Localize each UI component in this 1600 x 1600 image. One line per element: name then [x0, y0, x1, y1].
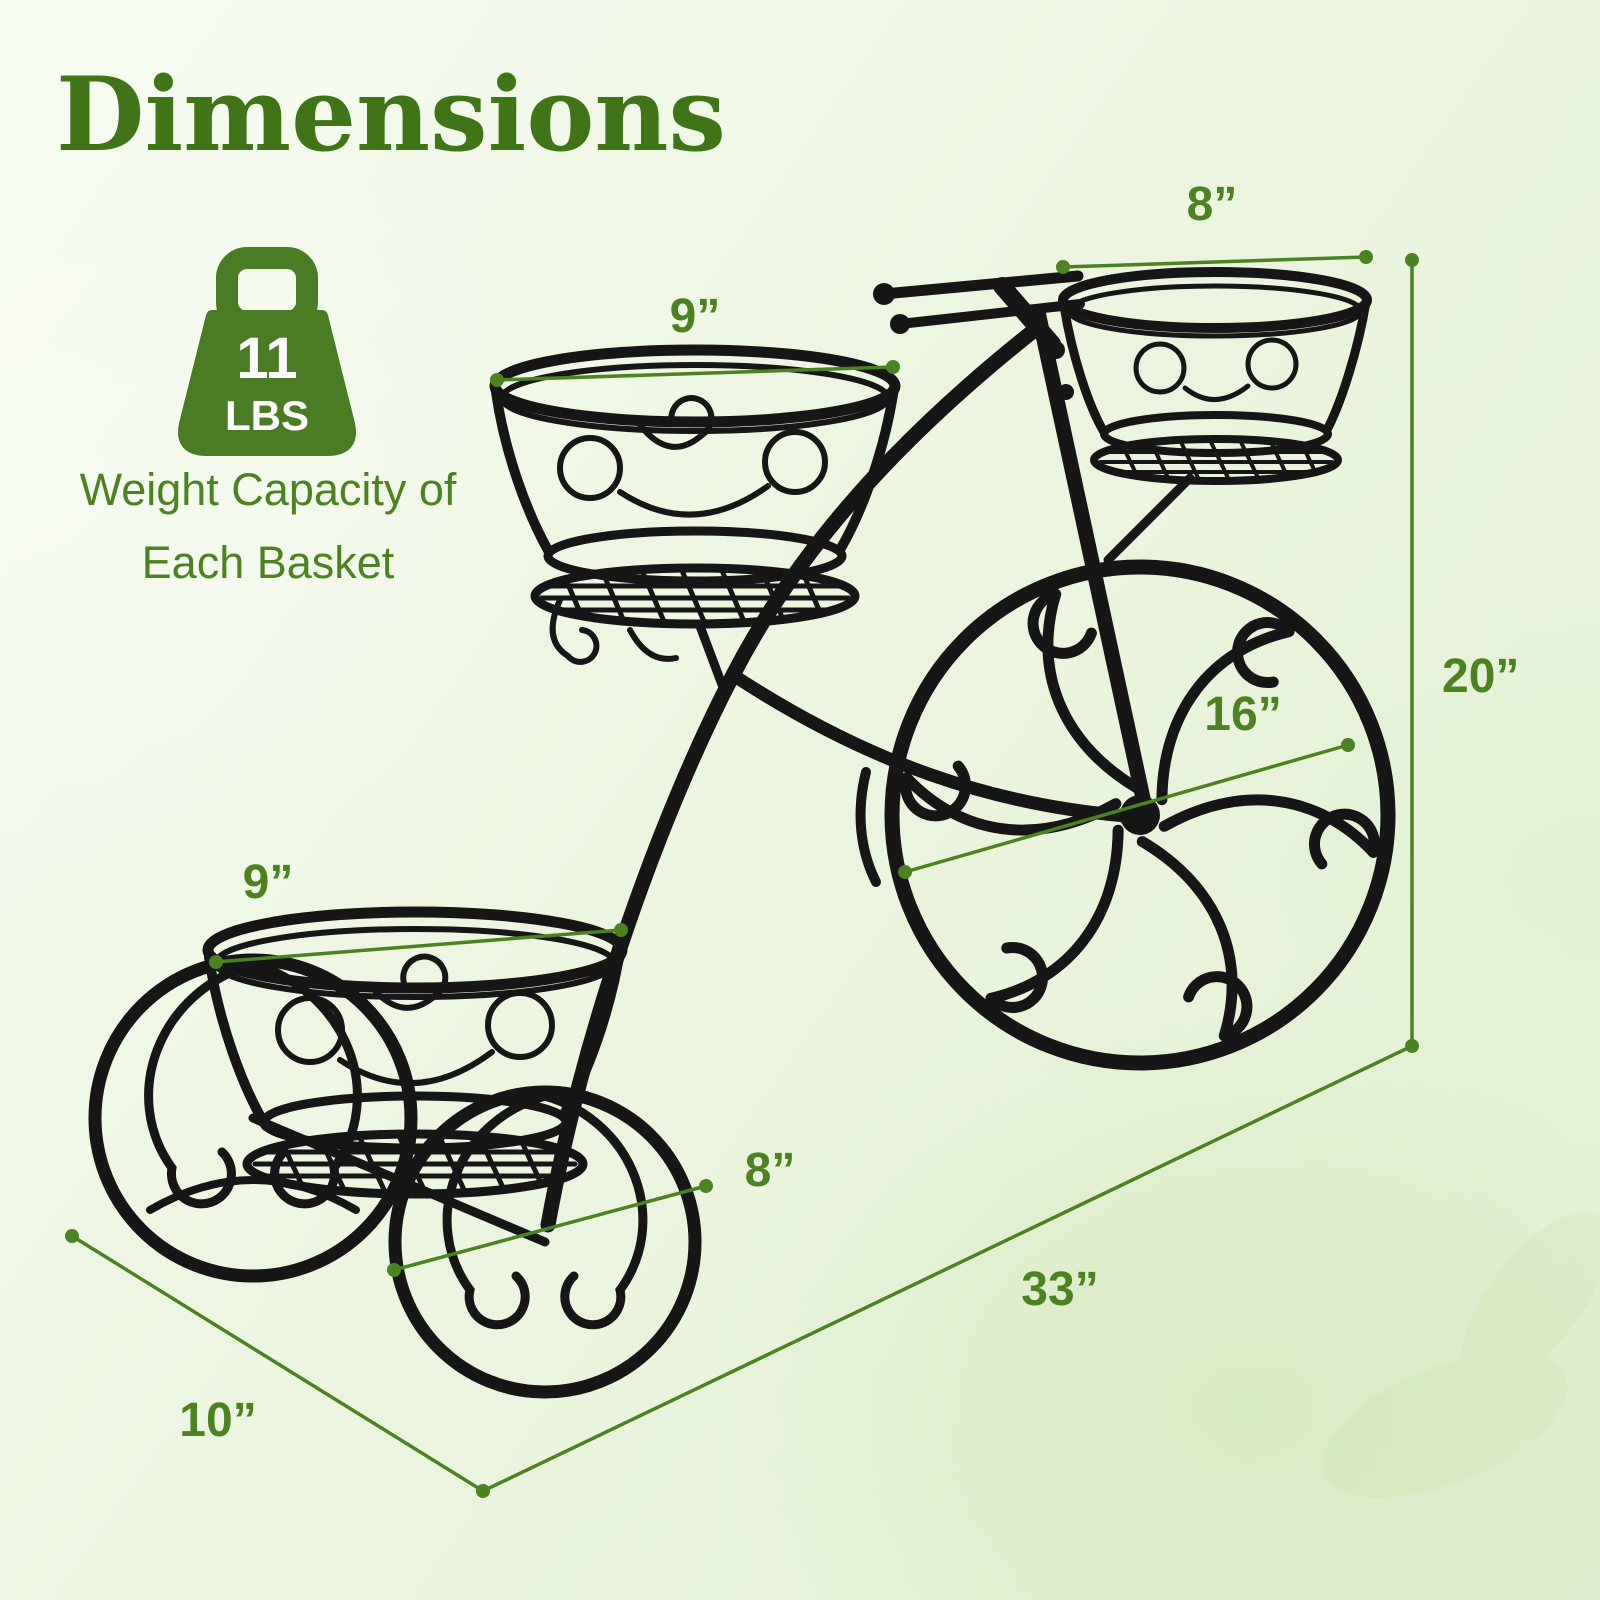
- big-wheel: [884, 559, 1396, 1071]
- dim-rear-basket: 9”: [209, 856, 628, 969]
- dim-height: 20”: [1405, 253, 1519, 1053]
- dim-wheel: 16”: [898, 688, 1355, 879]
- dim-small-wheel: 8”: [387, 1144, 795, 1277]
- page-title: Dimensions: [56, 55, 726, 175]
- weight-value: 11: [236, 326, 297, 391]
- dim-length: 33”: [476, 1044, 1413, 1498]
- dim-label-wheel: 16”: [1204, 688, 1281, 741]
- weight-unit: LBS: [225, 392, 309, 439]
- dim-label-front-basket: 8”: [1187, 178, 1238, 231]
- middle-basket: [489, 344, 901, 629]
- dim-label-rear-basket: 9”: [243, 856, 294, 909]
- dim-label-width: 10”: [179, 1394, 256, 1447]
- dim-middle-basket: 9”: [490, 290, 900, 387]
- leaf-watermark: [1322, 1212, 1600, 1498]
- front-basket: [1058, 267, 1372, 485]
- small-wheel-right: [388, 1085, 702, 1399]
- dim-label-length: 33”: [1021, 1263, 1098, 1316]
- dim-front-basket: 8”: [1056, 178, 1373, 274]
- handlebar: [873, 270, 1085, 334]
- product-illustration: [88, 267, 1396, 1399]
- dim-width: 10”: [65, 1229, 484, 1493]
- weight-icon: 11 LBS: [178, 247, 356, 456]
- frame: [248, 277, 1195, 1247]
- rear-basket: [202, 906, 628, 1199]
- dim-label-height: 20”: [1442, 650, 1519, 703]
- dim-label-small-wheel: 8”: [745, 1144, 796, 1197]
- dim-label-middle-basket: 9”: [670, 290, 721, 343]
- weight-caption-line1: Weight Capacity of: [80, 464, 457, 515]
- weight-caption-line2: Each Basket: [142, 537, 395, 588]
